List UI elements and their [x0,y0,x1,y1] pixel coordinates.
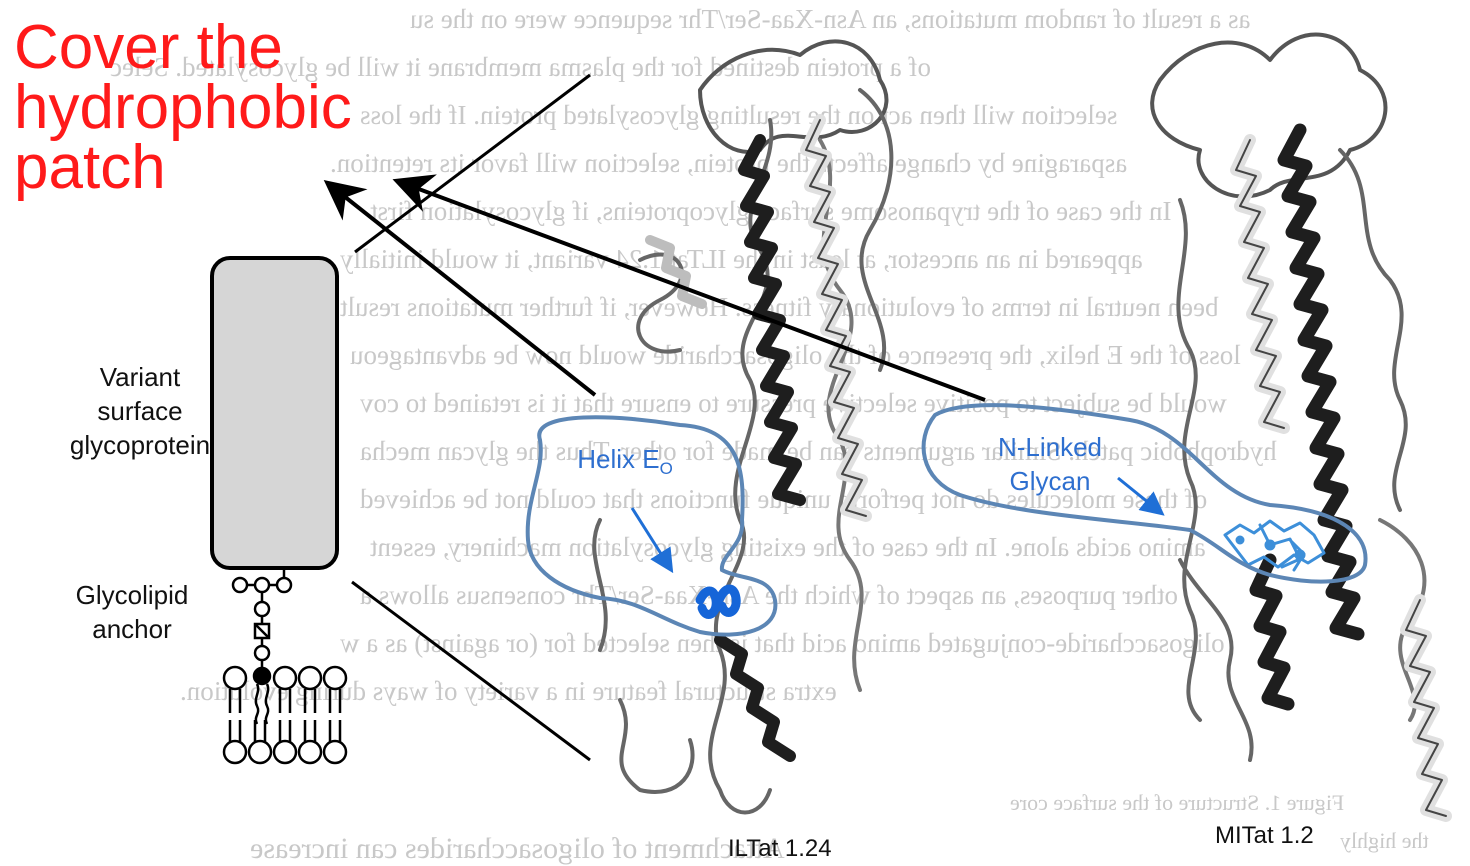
vsg-label-line-3: glycoprotein [50,428,230,462]
helix-pointer-arrow [632,508,670,568]
glycan-label: N-Linked Glycan [975,430,1125,498]
vsg-rectangle [212,258,337,568]
headline-line-2: hydrophobic [14,78,352,138]
membrane-bilayer-icon [224,667,346,763]
zoom-line-bottom [352,582,590,760]
vsg-label-line-1: Variant [50,360,230,394]
mitat-structure [1152,35,1446,816]
glycan-label-line-1: N-Linked [975,430,1125,464]
anchor-label-line-1: Glycolipid [52,578,212,612]
headline: Cover the hydrophobic patch [14,18,352,198]
arrow-helix-to-headline [330,185,595,395]
vsg-label: Variant surface glycoprotein [50,360,230,462]
arrow-glycan-to-headline [400,182,985,400]
anchor-label: Glycolipid anchor [52,578,212,646]
zoom-line-top [355,75,590,252]
helix-label: Helix EO [555,442,695,486]
headline-line-3: patch [14,138,352,198]
helix-label-main: Helix E [577,444,659,474]
anchor-label-line-2: anchor [52,612,212,646]
vsg-label-line-2: surface [50,394,230,428]
caption-iltat: ILTat 1.24 [728,835,832,863]
iltat-structure [594,41,891,812]
caption-mitat: MITat 1.2 [1215,822,1314,850]
glycan-label-line-2: Glycan [975,464,1125,498]
helix-label-subscript: O [660,459,673,478]
headline-line-1: Cover the [14,18,352,78]
